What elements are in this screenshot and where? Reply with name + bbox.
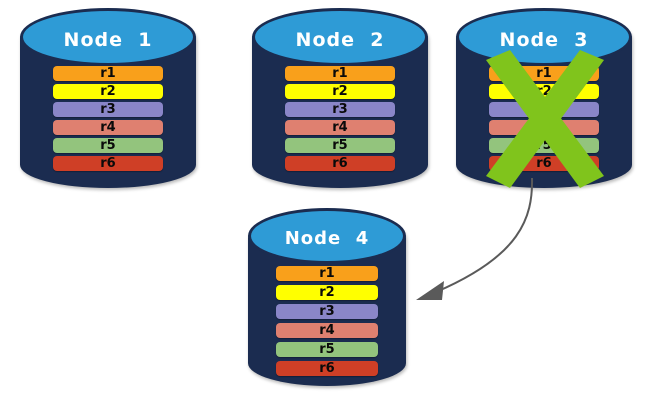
row-bar[interactable]: r3 — [276, 304, 378, 319]
node-top-ellipse — [252, 8, 428, 66]
row-stack: r1 r2 r3 r4 r5 r6 — [20, 66, 196, 174]
row-bar[interactable]: r4 — [489, 120, 599, 135]
node-label: Node 1 — [63, 29, 153, 51]
node-cylinder-node-4[interactable]: Node 4 r1 r2 r3 r4 r5 r6 — [248, 208, 406, 386]
row-bar[interactable]: r4 — [53, 120, 163, 135]
row-bar[interactable]: r2 — [53, 84, 163, 99]
row-bar[interactable]: r1 — [53, 66, 163, 81]
row-stack: r1 r2 r3 r4 r5 r6 — [456, 66, 632, 174]
node-label: Node 3 — [499, 29, 589, 51]
row-bar[interactable]: r6 — [53, 156, 163, 171]
row-stack: r1 r2 r3 r4 r5 r6 — [252, 66, 428, 174]
row-bar[interactable]: r3 — [489, 102, 599, 117]
row-bar[interactable]: r5 — [276, 342, 378, 357]
node-top-ellipse — [248, 208, 406, 264]
row-stack: r1 r2 r3 r4 r5 r6 — [248, 266, 406, 380]
row-bar[interactable]: r5 — [489, 138, 599, 153]
row-bar[interactable]: r6 — [489, 156, 599, 171]
node-label: Node 2 — [295, 29, 385, 51]
row-bar[interactable]: r5 — [285, 138, 395, 153]
node-cylinder-node-1[interactable]: Node 1 r1 r2 r3 r4 r5 r6 — [20, 8, 196, 188]
node-top-ellipse — [20, 8, 196, 66]
row-bar[interactable]: r4 — [285, 120, 395, 135]
row-bar[interactable]: r1 — [489, 66, 599, 81]
curved-arrow-head — [416, 281, 444, 300]
row-bar[interactable]: r2 — [276, 285, 378, 300]
row-bar[interactable]: r2 — [489, 84, 599, 99]
curved-arrow-icon — [416, 178, 534, 300]
curved-arrow-path — [435, 178, 534, 293]
row-bar[interactable]: r6 — [285, 156, 395, 171]
row-bar[interactable]: r1 — [285, 66, 395, 81]
node-label: Node 4 — [284, 228, 370, 249]
node-cylinder-node-3[interactable]: Node 3 r1 r2 r3 r4 r5 r6 — [456, 8, 632, 188]
row-bar[interactable]: r3 — [53, 102, 163, 117]
row-bar[interactable]: r3 — [285, 102, 395, 117]
node-cylinder-node-2[interactable]: Node 2 r1 r2 r3 r4 r5 r6 — [252, 8, 428, 188]
row-bar[interactable]: r6 — [276, 361, 378, 376]
row-bar[interactable]: r4 — [276, 323, 378, 338]
row-bar[interactable]: r2 — [285, 84, 395, 99]
row-bar[interactable]: r1 — [276, 266, 378, 281]
row-bar[interactable]: r5 — [53, 138, 163, 153]
